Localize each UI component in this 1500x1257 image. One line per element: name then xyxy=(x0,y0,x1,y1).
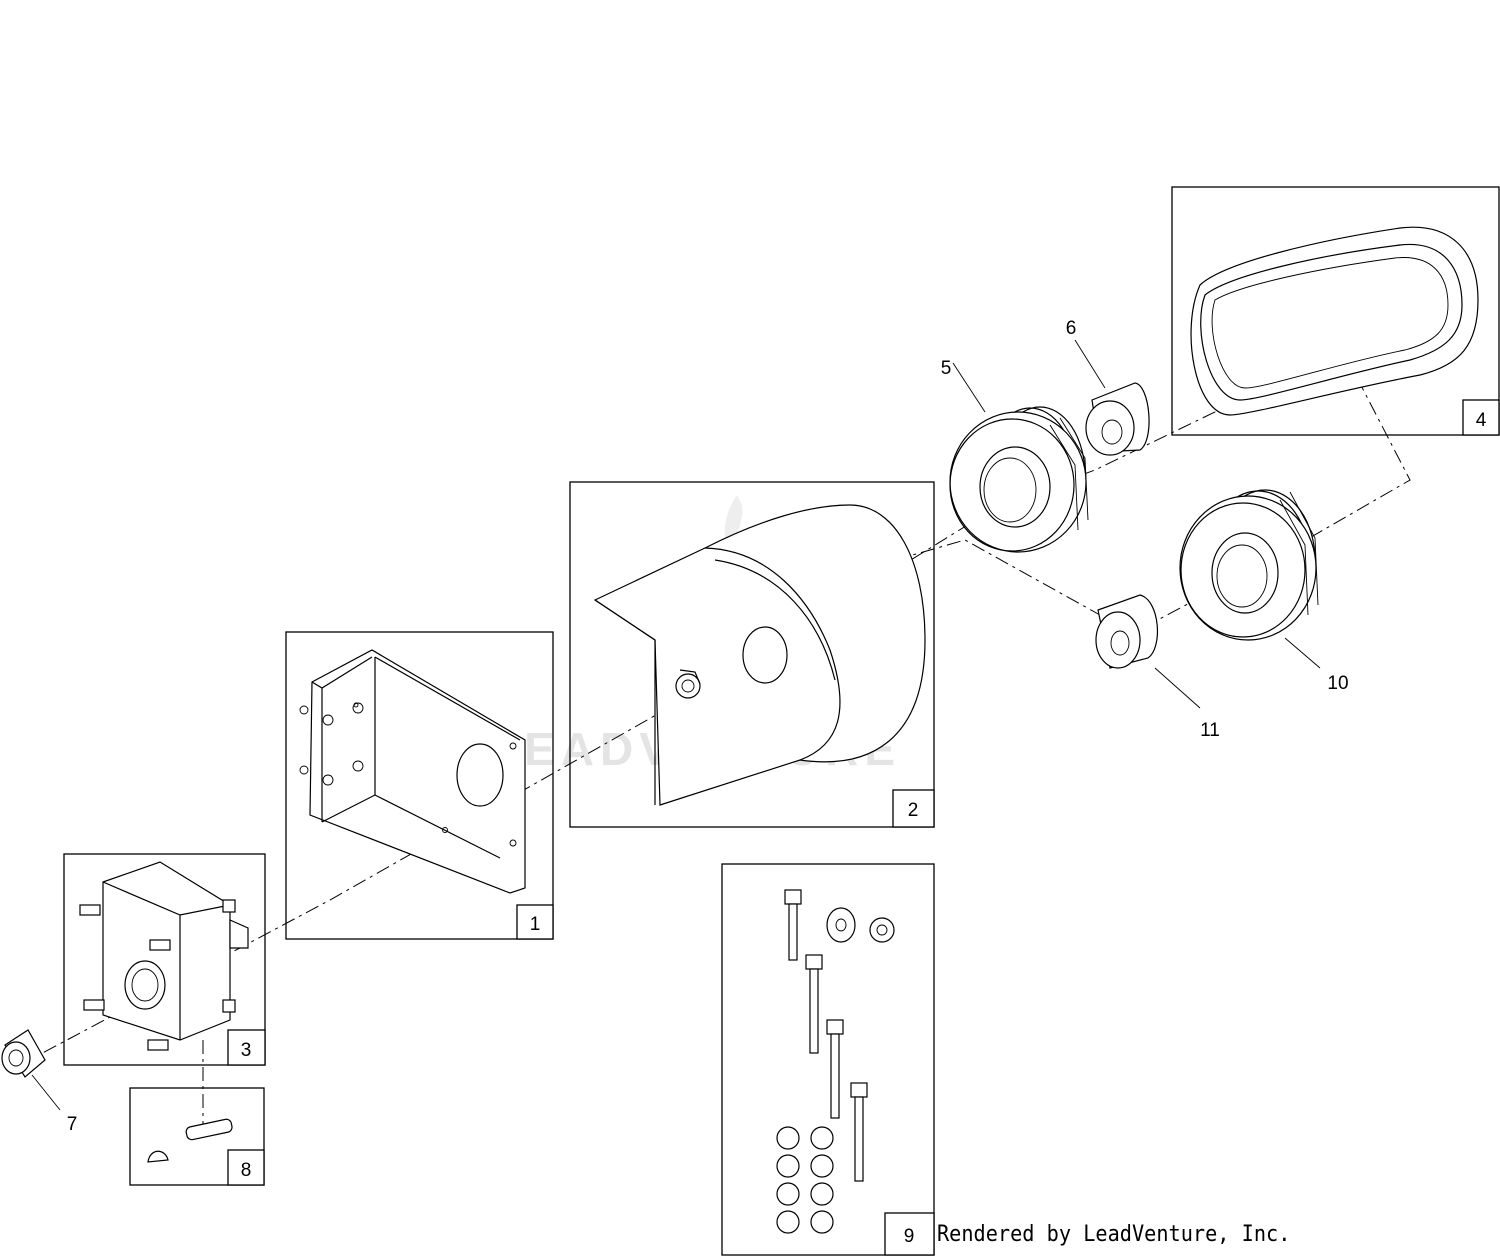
part-2-frame xyxy=(569,481,935,828)
part-8-label-box xyxy=(227,1149,265,1186)
part-3-frame xyxy=(63,853,266,1066)
part-3-pump-flange: 3 xyxy=(63,853,266,1066)
callout-4: 4 xyxy=(1476,410,1487,431)
callout-11: 11 xyxy=(1200,720,1220,741)
leader-11 xyxy=(1154,667,1201,709)
part-5-pulley: 5 xyxy=(941,358,1089,553)
callout-7: 7 xyxy=(67,1114,78,1135)
part-10-pulley: 10 xyxy=(1179,489,1349,694)
callout-2: 2 xyxy=(908,800,919,821)
part-8-keys: 8 xyxy=(129,1087,265,1186)
part-7-coupler: 7 xyxy=(1,1029,78,1135)
part-3-label-box xyxy=(227,1029,266,1066)
part-4-label-box xyxy=(1462,399,1500,436)
part-8-frame xyxy=(129,1087,265,1186)
callout-3: 3 xyxy=(241,1040,252,1061)
leader-5 xyxy=(952,362,986,413)
leader-6 xyxy=(1074,339,1106,389)
part-2-belt-guard: 2 xyxy=(569,481,935,828)
part-6-bushing: 6 xyxy=(1066,318,1150,456)
leader-10 xyxy=(1284,637,1321,669)
callout-10: 10 xyxy=(1327,673,1348,694)
part-2-label-box xyxy=(892,789,935,828)
part-1-frame xyxy=(285,631,554,940)
callout-5: 5 xyxy=(941,358,952,379)
part-4-frame xyxy=(1171,186,1500,436)
part-11-taper-bushing: 11 xyxy=(1095,594,1220,741)
callout-8: 8 xyxy=(241,1160,252,1181)
part-9-label-box xyxy=(884,1212,935,1256)
render-credit: Rendered by LeadVenture, Inc. xyxy=(937,1222,1291,1247)
leader-7 xyxy=(31,1074,61,1111)
callout-6: 6 xyxy=(1066,318,1077,339)
part-9-frame xyxy=(721,863,935,1256)
callout-1: 1 xyxy=(530,914,541,935)
part-9-hardware-kit: 9 xyxy=(721,863,935,1256)
nut-array xyxy=(776,917,895,1234)
callout-9: 9 xyxy=(904,1226,915,1247)
part-1-mount-bracket: 1 xyxy=(285,631,554,940)
part-4-v-belt: 4 xyxy=(1171,186,1500,436)
part-1-label-box xyxy=(516,904,554,940)
